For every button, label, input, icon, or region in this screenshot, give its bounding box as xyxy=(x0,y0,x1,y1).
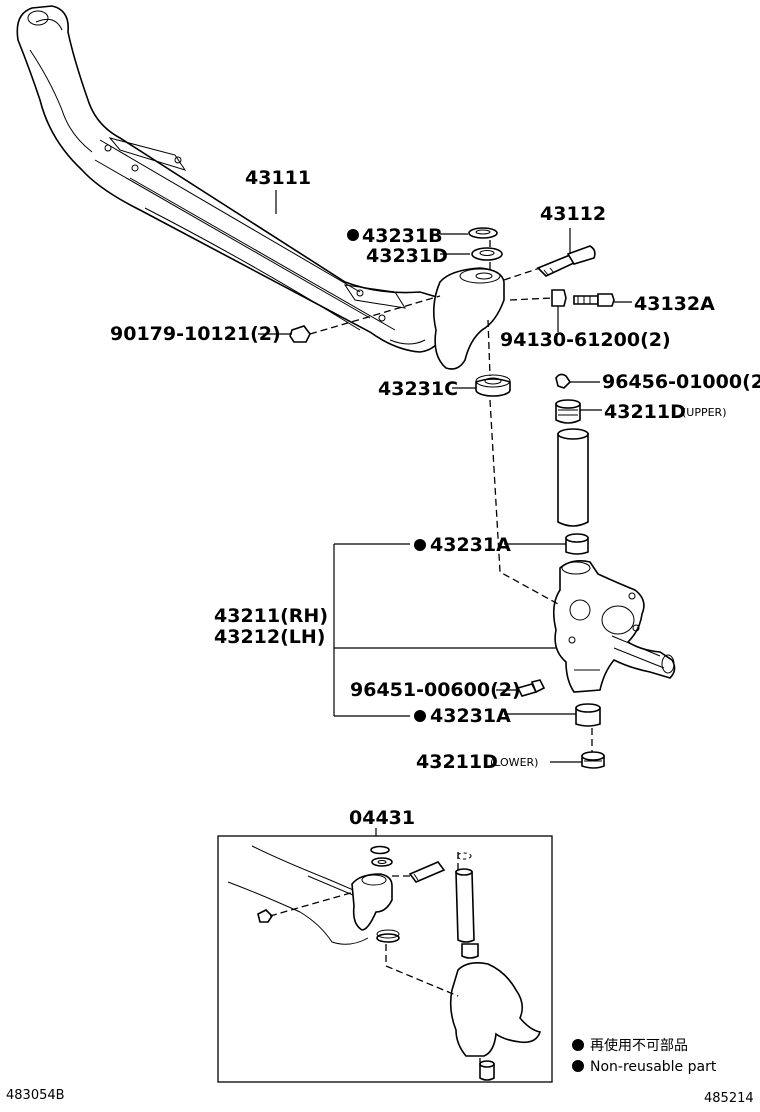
legend-text-jp: 再使用不可部品 xyxy=(590,1037,688,1054)
label-96456: 96456-01000(2) xyxy=(602,371,760,393)
footer-right-code: 485214 xyxy=(704,1091,754,1106)
grease-fitting-96451 xyxy=(516,679,546,697)
bolt-43132a xyxy=(551,289,615,307)
kit-box-04431 xyxy=(217,835,553,1083)
label-43231b: 43231B xyxy=(362,225,443,247)
bushing-43211d-lower xyxy=(581,751,605,769)
non-reusable-dot-43231a-top xyxy=(414,539,426,551)
legend-text-en: Non-reusable part xyxy=(590,1059,717,1075)
bushing-43231a-upper xyxy=(565,533,589,555)
label-94130: 94130-61200(2) xyxy=(500,329,671,351)
label-43211d-upper: 43211D xyxy=(604,401,686,423)
label-43112: 43112 xyxy=(540,203,606,225)
king-pin xyxy=(557,428,589,527)
grease-fitting-96456 xyxy=(555,373,572,389)
kit-illustration xyxy=(227,845,542,1081)
legend: 再使用不可部品 Non-reusable part xyxy=(572,1037,717,1075)
label-43231d: 43231D xyxy=(366,245,448,267)
label-96451: 96451-00600(2) xyxy=(350,679,521,701)
label-43211d-lower: 43211D xyxy=(416,751,498,773)
assembly-dashed-lines xyxy=(309,240,593,752)
label-43111: 43111 xyxy=(245,167,311,189)
label-90179: 90179-10121(2) xyxy=(110,323,281,345)
label-43211-rh: 43211(RH) xyxy=(214,605,328,627)
label-43231a-bottom: 43231A xyxy=(430,705,511,727)
legend-dot-en xyxy=(572,1060,584,1072)
pin-43112 xyxy=(536,245,596,277)
label-upper-note: (UPPER) xyxy=(682,406,727,419)
label-04431: 04431 xyxy=(349,807,415,829)
legend-dot-jp xyxy=(572,1039,584,1051)
seal-43231c xyxy=(475,374,511,397)
washer-43231b xyxy=(468,227,498,239)
non-reusable-dot-43231b xyxy=(347,229,359,241)
bushing-43231a-lower xyxy=(575,703,601,727)
washer-43231d xyxy=(471,247,503,261)
bushing-43211d-upper xyxy=(555,399,581,424)
label-43132a: 43132A xyxy=(634,293,715,315)
label-lower-note: (LOWER) xyxy=(490,756,538,769)
steering-knuckle xyxy=(552,560,676,693)
footer-left-code: 483054B xyxy=(6,1088,65,1103)
label-43231a-top: 43231A xyxy=(430,534,511,556)
axle-beam-illustration xyxy=(16,5,505,370)
leader-lines xyxy=(258,190,632,763)
nut-90179 xyxy=(289,325,311,343)
label-43212-lh: 43212(LH) xyxy=(214,626,325,648)
non-reusable-dot-43231a-bottom xyxy=(414,710,426,722)
label-43231c: 43231C xyxy=(378,378,458,400)
